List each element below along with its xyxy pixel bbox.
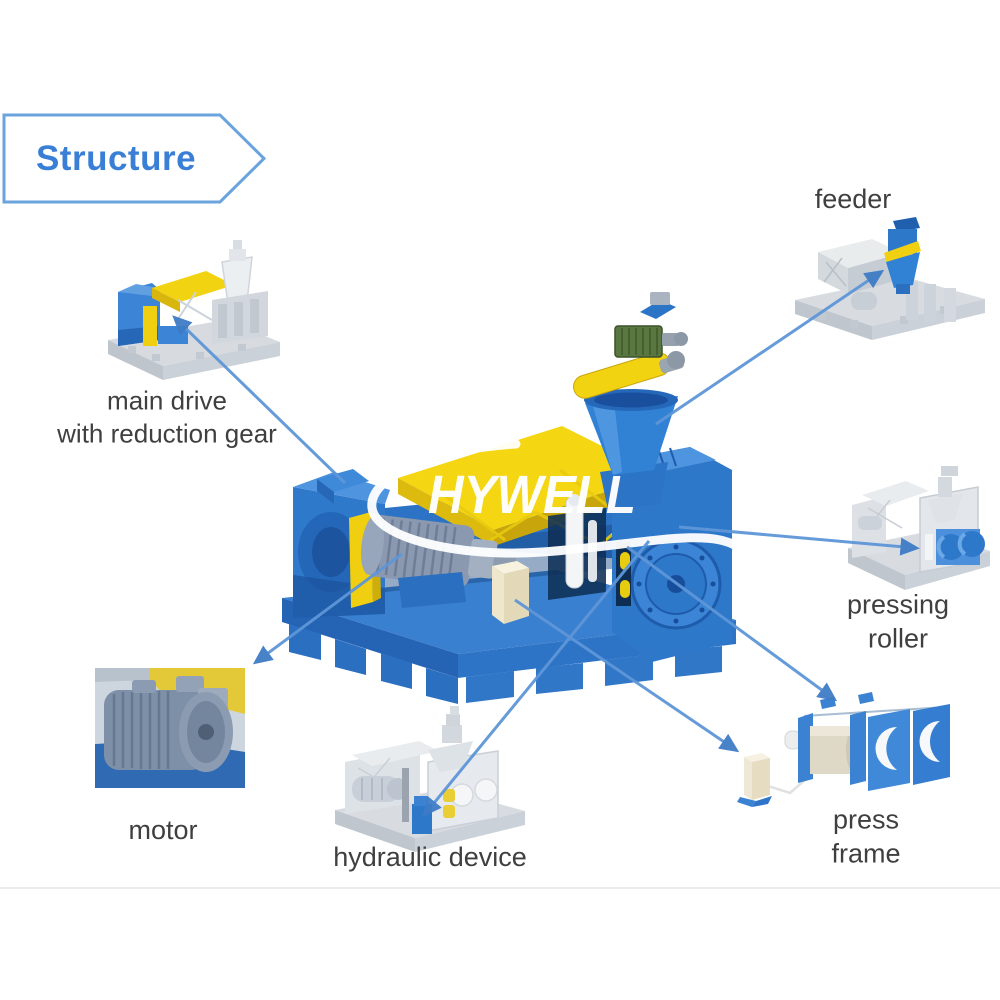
arrow-to-hydraulic-device — [422, 540, 651, 818]
arrow-to-main-drive — [172, 315, 347, 485]
arrow-to-press-frame — [626, 545, 838, 702]
arrow-to-pressing-roller — [678, 525, 920, 556]
label-hydraulic-device: hydraulic device — [333, 842, 527, 873]
arrow-to-pump-box — [514, 598, 740, 753]
motor-thumbnail — [95, 668, 245, 788]
label-pressing-roller: pressing roller — [846, 589, 950, 653]
banner-title: Structure — [35, 139, 197, 178]
watermark-brand-text: HYWELL — [428, 465, 636, 525]
press-frame-thumbnail — [737, 692, 950, 807]
feeder-thumbnail — [795, 217, 985, 340]
label-motor: motor — [128, 815, 198, 846]
main-machine-illustration — [282, 292, 736, 704]
pressing-roller-thumbnail — [848, 466, 990, 590]
label-press-frame: press frame — [831, 804, 901, 868]
brand-watermark: HYWELL — [367, 439, 741, 558]
watermark-swoosh — [367, 439, 741, 558]
arrow-to-feeder — [655, 269, 885, 426]
structure-banner-shape — [2, 113, 267, 204]
label-feeder: feeder — [814, 184, 892, 215]
arrow-to-motor — [252, 552, 403, 665]
label-main-drive: main drive with reduction gear — [57, 385, 277, 449]
main-drive-thumbnail — [108, 240, 280, 380]
